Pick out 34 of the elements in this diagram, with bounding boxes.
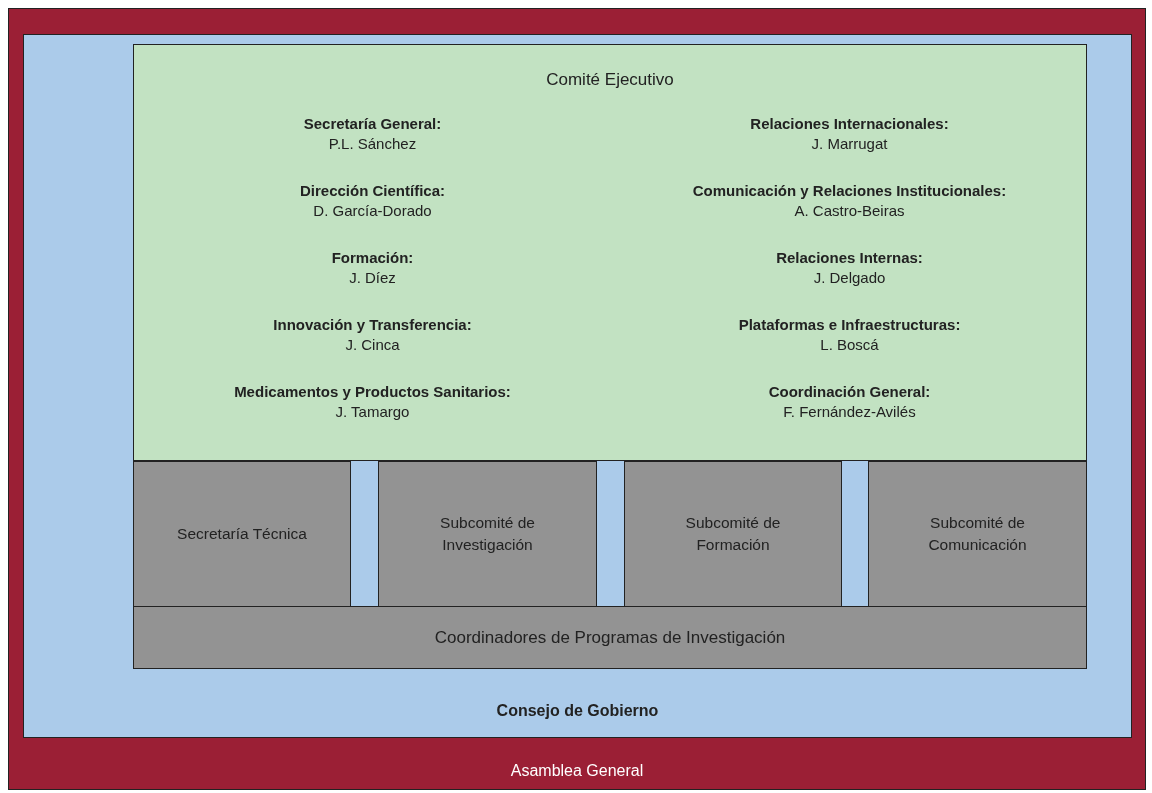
unit-box: [378, 461, 597, 607]
unit-label: Subcomité de Formación: [684, 513, 782, 555]
person-name: L. Boscá: [819, 336, 880, 353]
role-title: Relaciones Internas:: [775, 249, 924, 266]
unit-label: Subcomité de Comunicación: [927, 513, 1028, 555]
unit-label: Coordinadores de Programas de Investigación: [433, 626, 787, 649]
person-name: J. Tamargo: [334, 403, 411, 420]
unit-label: Subcomité de Investigación: [439, 513, 536, 555]
role-title: Formación:: [330, 249, 415, 266]
coordinators-bar: [133, 606, 1087, 669]
unit-box: [868, 461, 1087, 607]
unit-box: [624, 461, 842, 607]
role-title: Secretaría General:: [302, 115, 443, 132]
person-name: A. Castro-Beiras: [793, 202, 906, 219]
role-title: Innovación y Transferencia:: [272, 316, 473, 333]
person-name: D. García-Dorado: [312, 202, 433, 219]
role-title: Comunicación y Relaciones Institucionales:: [691, 182, 1008, 199]
panel-title: Asamblea General: [509, 762, 645, 780]
person-name: J. Marrugat: [810, 135, 889, 152]
role-title: Medicamentos y Productos Sanitarios:: [233, 383, 512, 400]
panel-title: Consejo de Gobierno: [495, 702, 660, 720]
unit-box: [133, 461, 351, 607]
committee-box: [133, 44, 1087, 461]
person-name: J. Delgado: [812, 269, 887, 286]
person-name: F. Fernández-Avilés: [782, 403, 917, 420]
role-title: Relaciones Internacionales:: [749, 115, 950, 132]
committee-title: Comité Ejecutivo: [545, 70, 675, 90]
role-title: Coordinación General:: [767, 383, 932, 400]
role-title: Plataformas e Infraestructuras:: [737, 316, 962, 333]
person-name: J. Díez: [348, 269, 397, 286]
unit-label: Secretaría Técnica: [176, 524, 308, 544]
role-title: Dirección Científica:: [298, 182, 446, 199]
person-name: P.L. Sánchez: [327, 135, 418, 152]
person-name: J. Cinca: [344, 336, 401, 353]
